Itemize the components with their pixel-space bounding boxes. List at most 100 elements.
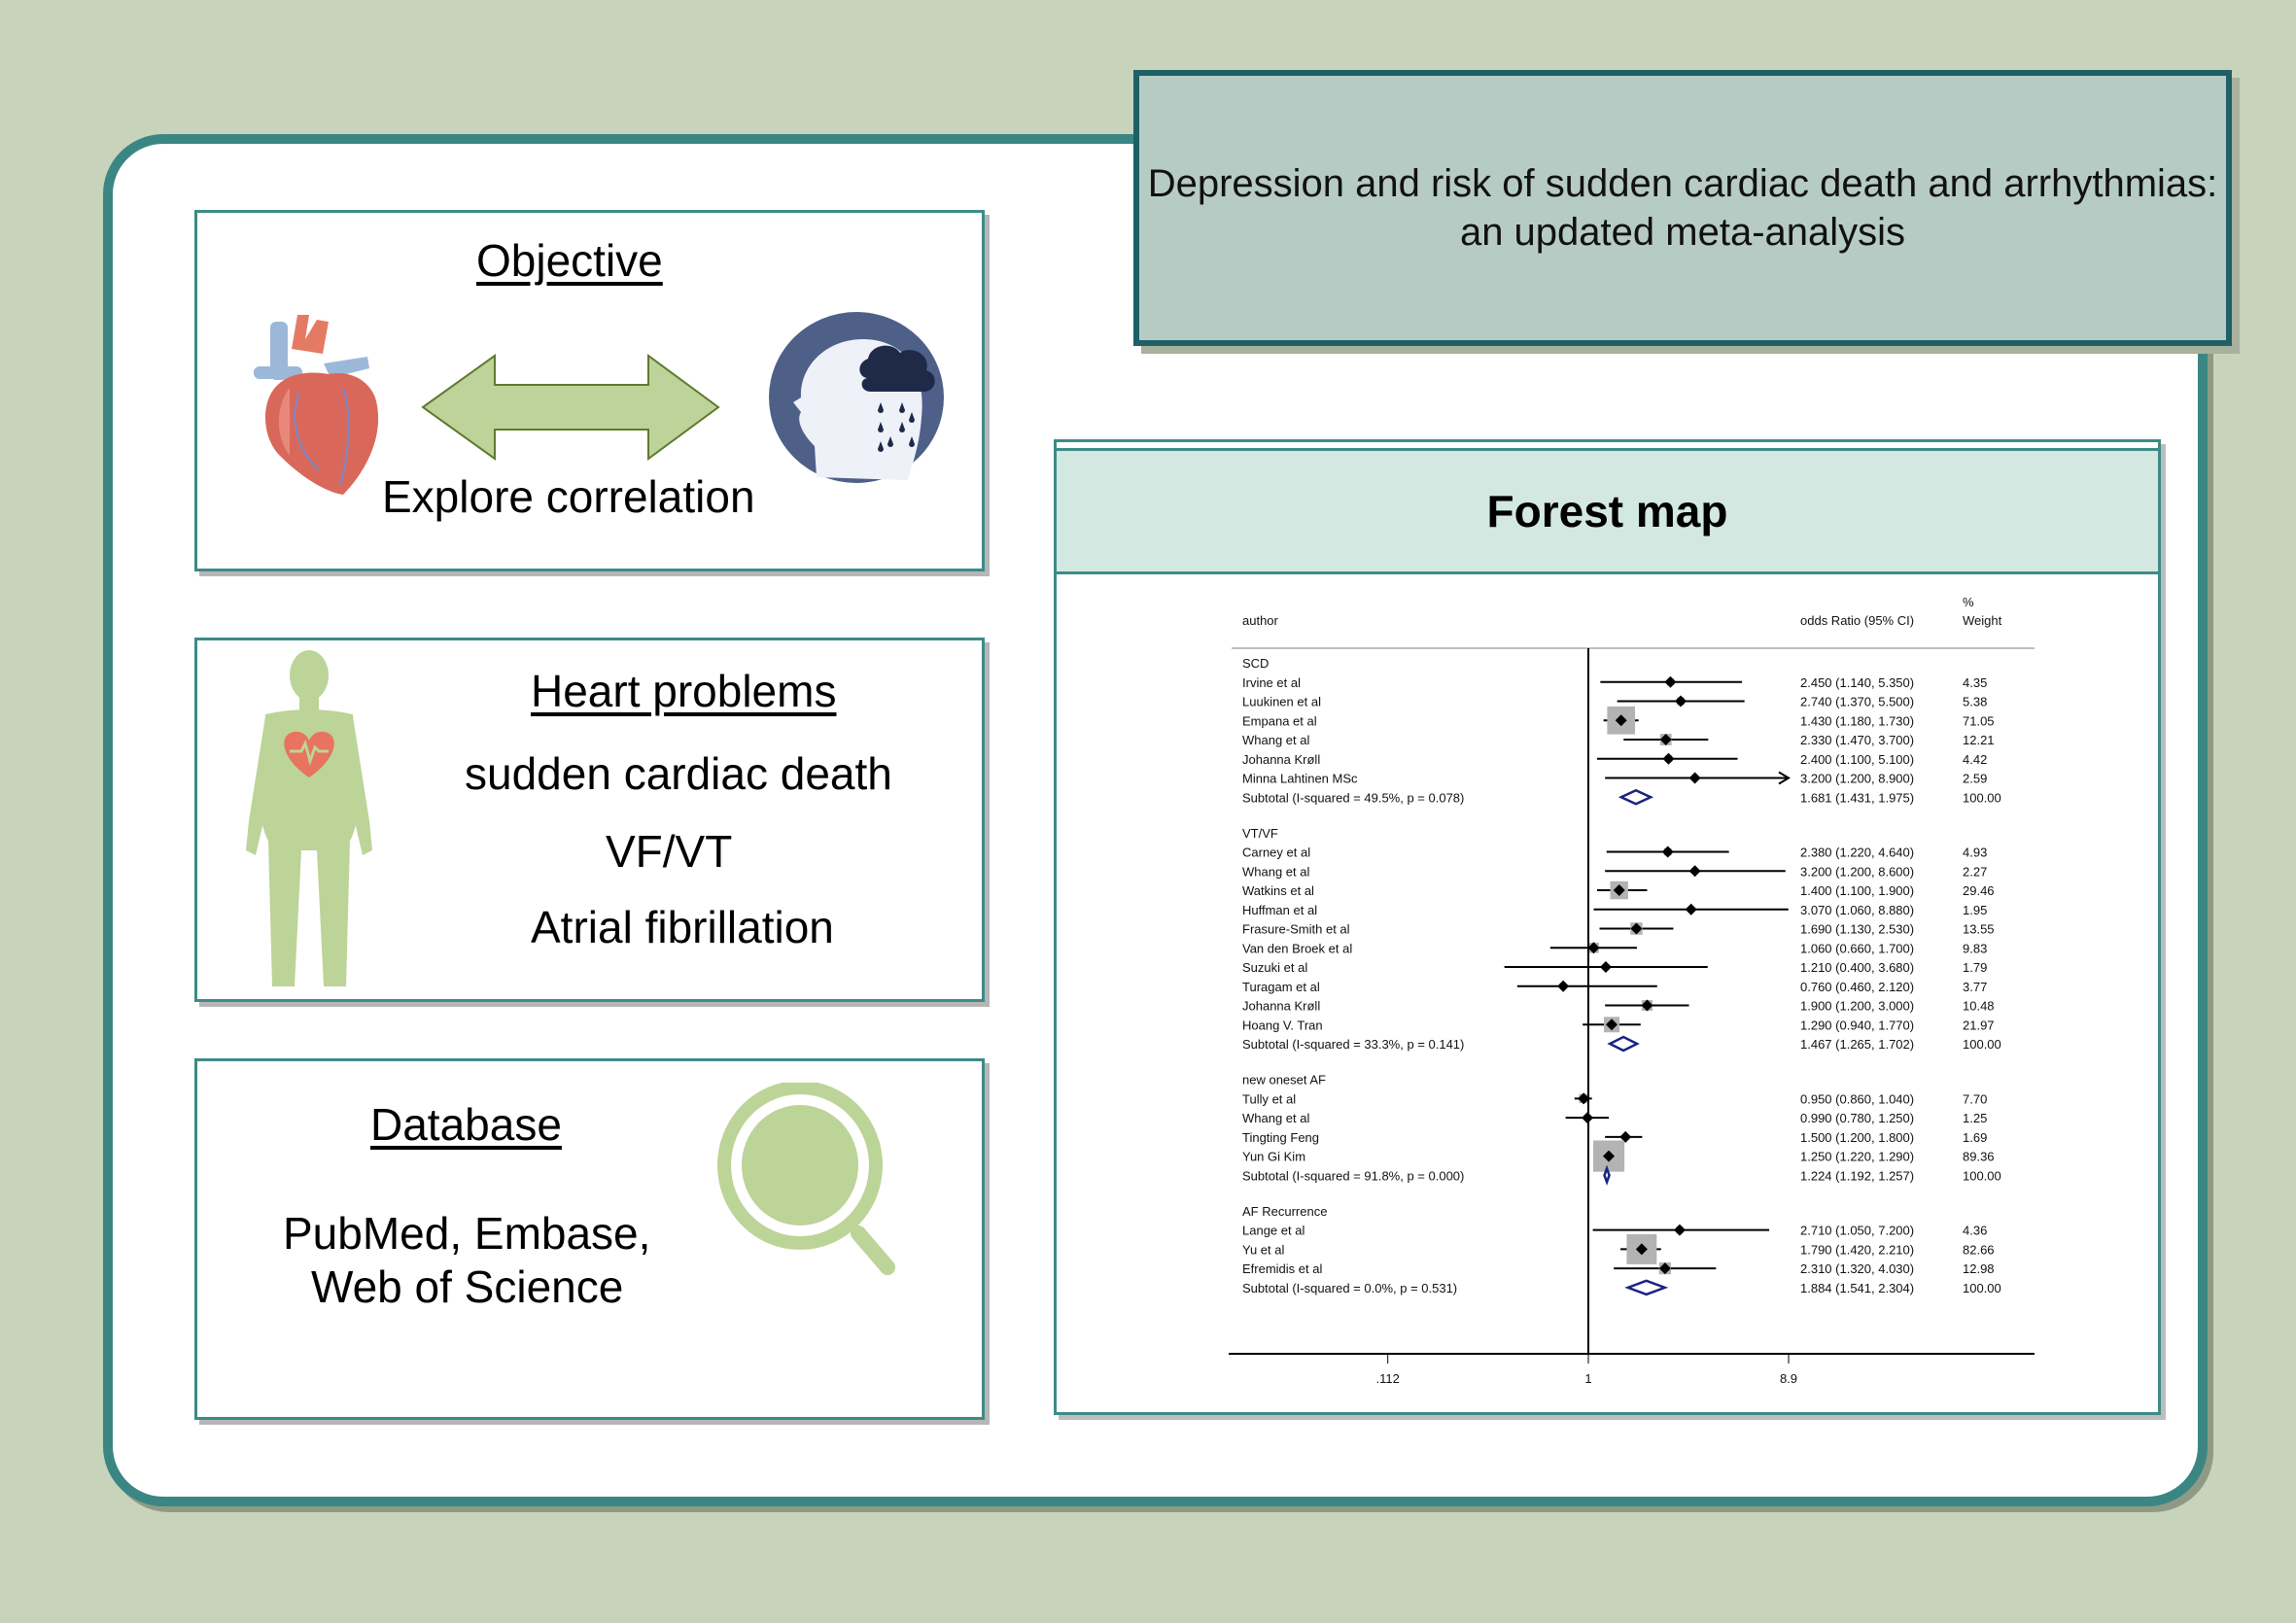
study-weight: 13.55 [1963,922,1995,937]
study-author: Whang et al [1242,1111,1309,1125]
subtotal-weight: 100.00 [1963,790,2001,805]
study-author: Whang et al [1242,864,1309,879]
study-weight: 5.38 [1963,695,1987,709]
study-or-label: 2.710 (1.050, 7.200) [1800,1224,1914,1238]
study-or-label: 1.500 (1.200, 1.800) [1800,1130,1914,1145]
study-weight: 4.93 [1963,846,1987,860]
study-weight: 1.69 [1963,1130,1987,1145]
point-estimate [1664,675,1677,688]
subtotal-or-label: 1.467 (1.265, 1.702) [1800,1037,1914,1052]
point-estimate [1688,772,1701,784]
study-or-label: 3.070 (1.060, 8.880) [1800,903,1914,917]
study-author: Johanna Krøll [1242,752,1320,767]
study-author: Yu et al [1242,1242,1284,1257]
column-header-weight: Weight [1963,613,2002,628]
study-or-label: 2.310 (1.320, 4.030) [1800,1261,1914,1276]
study-author: Watkins et al [1242,883,1314,898]
subtotal-diamond [1624,1279,1669,1296]
study-or-label: 1.690 (1.130, 2.530) [1800,922,1914,937]
study-weight: 1.79 [1963,960,1987,975]
point-estimate [1661,846,1674,858]
depressed-head-icon [769,312,944,483]
study-author: Empana et al [1242,713,1317,728]
study-author: Van den Broek et al [1242,941,1352,955]
heart-problems-panel: Heart problems sudden cardiac death VF/V… [194,638,985,1002]
objective-panel: Objective Explore correlation [194,210,985,571]
point-estimate [1599,961,1612,974]
study-or-label: 0.990 (0.780, 1.250) [1800,1111,1914,1125]
study-or-label: 1.900 (1.200, 3.000) [1800,999,1914,1014]
group-label: new oneset AF [1242,1073,1326,1088]
study-author: Huffman et al [1242,903,1317,917]
study-or-label: 1.790 (1.420, 2.210) [1800,1242,1914,1257]
human-body-heart-icon [246,650,372,986]
subtotal-weight: 100.00 [1963,1168,2001,1183]
heart-problem-item: sudden cardiac death [465,748,892,799]
study-or-label: 2.400 (1.100, 5.100) [1800,752,1914,767]
point-estimate [1619,1130,1632,1143]
heart-problem-item: VF/VT [606,826,733,877]
study-or-label: 0.760 (0.460, 2.120) [1800,980,1914,994]
study-author: Minna Lahtinen MSc [1242,772,1358,786]
point-estimate [1685,903,1697,915]
study-weight: 2.59 [1963,772,1987,786]
point-estimate [1641,999,1653,1012]
column-header-weight-pct: % [1963,595,1974,609]
point-estimate [1615,714,1627,727]
study-author: Tingting Feng [1242,1130,1319,1145]
study-or-label: 3.200 (1.200, 8.600) [1800,864,1914,879]
point-estimate [1635,1243,1648,1256]
title-banner: Depression and risk of sudden cardiac de… [1133,70,2232,346]
database-heading: Database [370,1099,562,1150]
heart-problem-item: Atrial fibrillation [531,902,834,952]
study-or-label: 2.330 (1.470, 3.700) [1800,733,1914,747]
point-estimate [1673,1224,1686,1236]
forest-heading: Forest map [1486,486,1728,536]
study-weight: 3.77 [1963,980,1987,994]
magnifier-icon [717,1083,895,1275]
study-author: Suzuki et al [1242,960,1307,975]
group-label: AF Recurrence [1242,1204,1327,1219]
subtotal-or-label: 1.884 (1.541, 2.304) [1800,1281,1914,1295]
subtotal-label: Subtotal (I-squared = 49.5%, p = 0.078) [1242,790,1464,805]
study-weight: 4.42 [1963,752,1987,767]
study-weight: 10.48 [1963,999,1995,1014]
study-or-label: 1.290 (0.940, 1.770) [1800,1018,1914,1032]
point-estimate [1578,1092,1590,1105]
point-estimate [1603,1150,1616,1162]
study-weight: 71.05 [1963,713,1995,728]
study-author: Hoang V. Tran [1242,1018,1323,1032]
point-estimate [1662,752,1675,765]
study-weight: 7.70 [1963,1091,1987,1106]
database-line: PubMed, Embase, [283,1208,651,1259]
study-or-label: 2.740 (1.370, 5.500) [1800,695,1914,709]
column-header-author: author [1242,613,1279,628]
subtotal-weight: 100.00 [1963,1281,2001,1295]
point-estimate [1630,922,1643,935]
study-weight: 4.36 [1963,1224,1987,1238]
study-weight: 4.35 [1963,675,1987,690]
double-arrow-icon [421,354,720,461]
study-weight: 89.36 [1963,1150,1995,1164]
study-author: Johanna Krøll [1242,999,1320,1014]
objective-heading: Objective [476,235,663,286]
study-or-label: 2.450 (1.140, 5.350) [1800,675,1914,690]
ci-arrow [1778,771,1791,785]
study-author: Irvine et al [1242,675,1301,690]
study-weight: 9.83 [1963,941,1987,955]
subtotal-or-label: 1.681 (1.431, 1.975) [1800,790,1914,805]
heart-anatomy-icon [254,315,379,495]
point-estimate [1658,1262,1671,1275]
point-estimate [1688,865,1701,878]
group-label: SCD [1242,656,1269,671]
subtotal-weight: 100.00 [1963,1037,2001,1052]
database-panel: Database PubMed, Embase, Web of Science [194,1058,985,1420]
subtotal-diamond [1607,1035,1640,1053]
study-author: Lange et al [1242,1224,1305,1238]
point-estimate [1659,734,1672,745]
forest-header: Forest map [1057,448,2158,574]
subtotal-or-label: 1.224 (1.192, 1.257) [1800,1168,1914,1183]
subtotal-diamond [1618,788,1654,806]
page-title: Depression and risk of sudden cardiac de… [1147,162,2218,254]
